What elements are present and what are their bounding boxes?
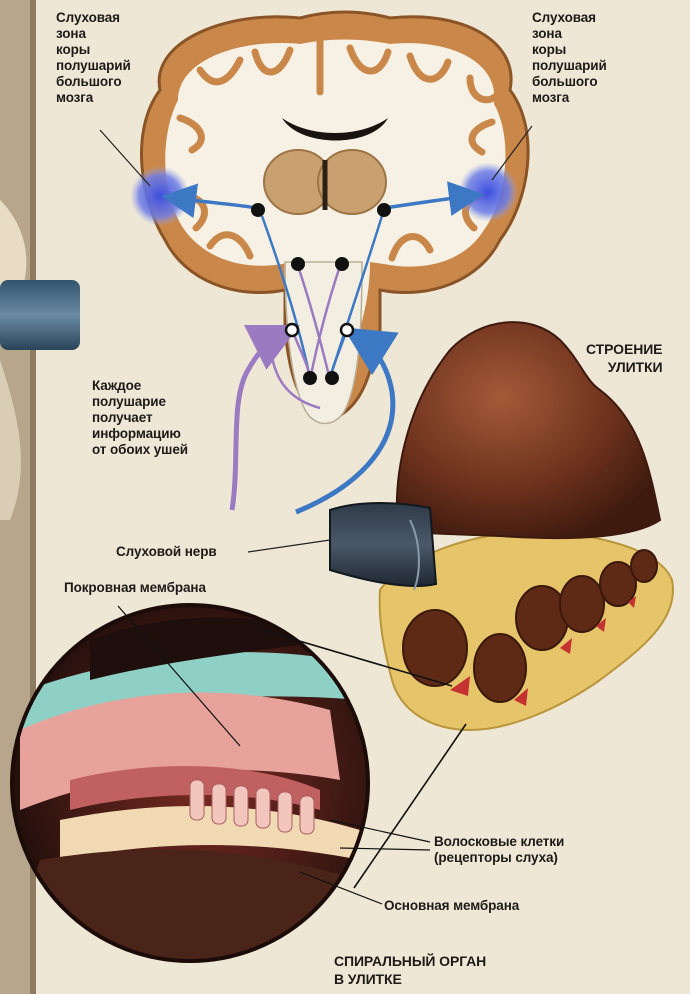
label-spiral-organ: СПИРАЛЬНЫЙ ОРГАН В УЛИТКЕ: [334, 952, 486, 988]
label-basilar-membrane: Основная мембрана: [384, 898, 519, 914]
auditory-zone-right: [458, 162, 518, 222]
spiral-organ-magnified: [0, 605, 368, 980]
cochlea-illustration: [330, 322, 673, 730]
auditory-zone-left: [130, 166, 190, 226]
label-hair-cells: Волосковые клетки (рецепторы слуха): [434, 834, 564, 866]
label-auditory-cortex-left: Слуховая зона коры полушарий большого мо…: [56, 10, 131, 106]
label-tectorial-membrane: Покровная мембрана: [64, 580, 206, 596]
label-each-hemisphere: Каждое полушарие получает информацию от …: [92, 378, 188, 458]
label-auditory-nerve: Слуховой нерв: [116, 544, 217, 560]
label-cochlea-structure: СТРОЕНИЕ УЛИТКИ: [586, 340, 662, 376]
label-auditory-cortex-right: Слуховая зона коры полушарий большого мо…: [532, 10, 607, 106]
